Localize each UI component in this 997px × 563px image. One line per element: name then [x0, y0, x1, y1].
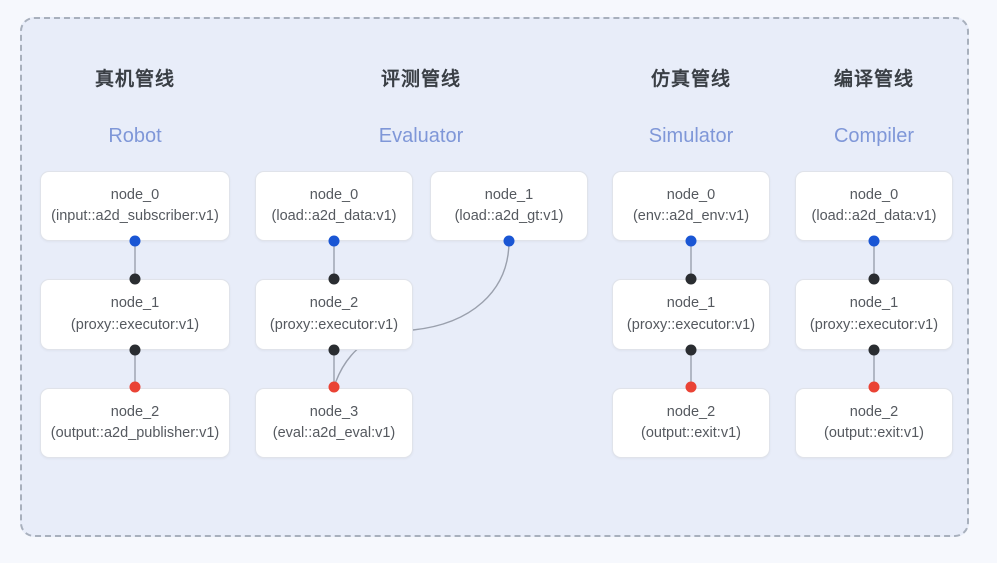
node-name: node_2 — [110, 403, 160, 420]
terminal-port-evaluator-4[interactable] — [328, 381, 340, 393]
input-port-robot-2[interactable] — [129, 344, 141, 356]
input-port-evaluator-2[interactable] — [328, 273, 340, 285]
node-type: (output::a2d_publisher:v1) — [50, 425, 220, 441]
column-title-compiler: 编译管线 — [833, 69, 914, 90]
node-type: (proxy::executor:v1) — [269, 316, 399, 333]
node-card-simulator-node_0[interactable]: node_0(env::a2d_env:v1) — [612, 171, 770, 241]
column-subtitle-compiler: Compiler — [833, 125, 915, 147]
column-subtitle-evaluator: Evaluator — [378, 125, 464, 147]
node-name: node_1 — [484, 186, 534, 203]
node-name: node_0 — [666, 186, 716, 203]
column-subtitle-robot: Robot — [108, 125, 162, 147]
node-type: (output::exit:v1) — [824, 425, 924, 441]
node-card-evaluator-node_0[interactable]: node_0(load::a2d_data:v1) — [255, 171, 413, 241]
input-port-compiler-1[interactable] — [868, 273, 880, 285]
node-card-evaluator-node_3[interactable]: node_3(eval::a2d_eval:v1) — [255, 388, 413, 458]
column-title-evaluator: 评测管线 — [380, 69, 461, 90]
node-name: node_1 — [110, 295, 160, 312]
output-port-evaluator-0[interactable] — [328, 235, 340, 247]
node-name: node_2 — [309, 295, 359, 312]
terminal-port-compiler-3[interactable] — [868, 381, 880, 393]
input-port-robot-1[interactable] — [129, 273, 141, 285]
input-port-evaluator-3[interactable] — [328, 344, 340, 356]
node-card-robot-node_2[interactable]: node_2(output::a2d_publisher:v1) — [40, 388, 230, 458]
pipeline-group-frame — [20, 17, 969, 537]
node-type: (load::a2d_gt:v1) — [454, 208, 564, 224]
node-name: node_2 — [849, 403, 899, 420]
node-name: node_3 — [309, 403, 359, 420]
node-card-compiler-node_1[interactable]: node_1(proxy::executor:v1) — [795, 279, 953, 350]
node-card-simulator-node_2[interactable]: node_2(output::exit:v1) — [612, 388, 770, 458]
node-type: (input::a2d_subscriber:v1) — [51, 208, 219, 224]
output-port-simulator-0[interactable] — [685, 235, 697, 247]
node-name: node_1 — [849, 295, 899, 312]
node-type: (output::exit:v1) — [641, 425, 741, 441]
column-title-simulator: 仿真管线 — [650, 69, 731, 90]
node-name: node_0 — [849, 186, 899, 203]
node-name: node_0 — [110, 186, 160, 203]
node-card-evaluator-node_2[interactable]: node_2(proxy::executor:v1) — [255, 279, 413, 350]
node-type: (proxy::executor:v1) — [626, 316, 756, 333]
output-port-robot-0[interactable] — [129, 235, 141, 247]
node-card-simulator-node_1[interactable]: node_1(proxy::executor:v1) — [612, 279, 770, 350]
terminal-port-robot-3[interactable] — [129, 381, 141, 393]
input-port-simulator-2[interactable] — [685, 344, 697, 356]
input-port-compiler-2[interactable] — [868, 344, 880, 356]
node-type: (load::a2d_data:v1) — [271, 208, 397, 224]
node-type: (eval::a2d_eval:v1) — [272, 425, 396, 441]
node-card-compiler-node_0[interactable]: node_0(load::a2d_data:v1) — [795, 171, 953, 241]
node-name: node_2 — [666, 403, 716, 420]
column-subtitle-simulator: Simulator — [648, 125, 734, 147]
input-port-simulator-1[interactable] — [685, 273, 697, 285]
node-type: (proxy::executor:v1) — [70, 316, 200, 333]
node-card-robot-node_1[interactable]: node_1(proxy::executor:v1) — [40, 279, 230, 350]
terminal-port-simulator-3[interactable] — [685, 381, 697, 393]
node-type: (env::a2d_env:v1) — [632, 208, 750, 224]
node-type: (load::a2d_data:v1) — [811, 208, 937, 224]
output-port-evaluator-1[interactable] — [503, 235, 515, 247]
node-card-robot-node_0[interactable]: node_0(input::a2d_subscriber:v1) — [40, 171, 230, 241]
output-port-compiler-0[interactable] — [868, 235, 880, 247]
node-name: node_1 — [666, 295, 716, 312]
node-card-evaluator-node_1[interactable]: node_1(load::a2d_gt:v1) — [430, 171, 588, 241]
node-type: (proxy::executor:v1) — [809, 316, 939, 333]
node-card-compiler-node_2[interactable]: node_2(output::exit:v1) — [795, 388, 953, 458]
node-name: node_0 — [309, 186, 359, 203]
column-title-robot: 真机管线 — [94, 69, 175, 90]
